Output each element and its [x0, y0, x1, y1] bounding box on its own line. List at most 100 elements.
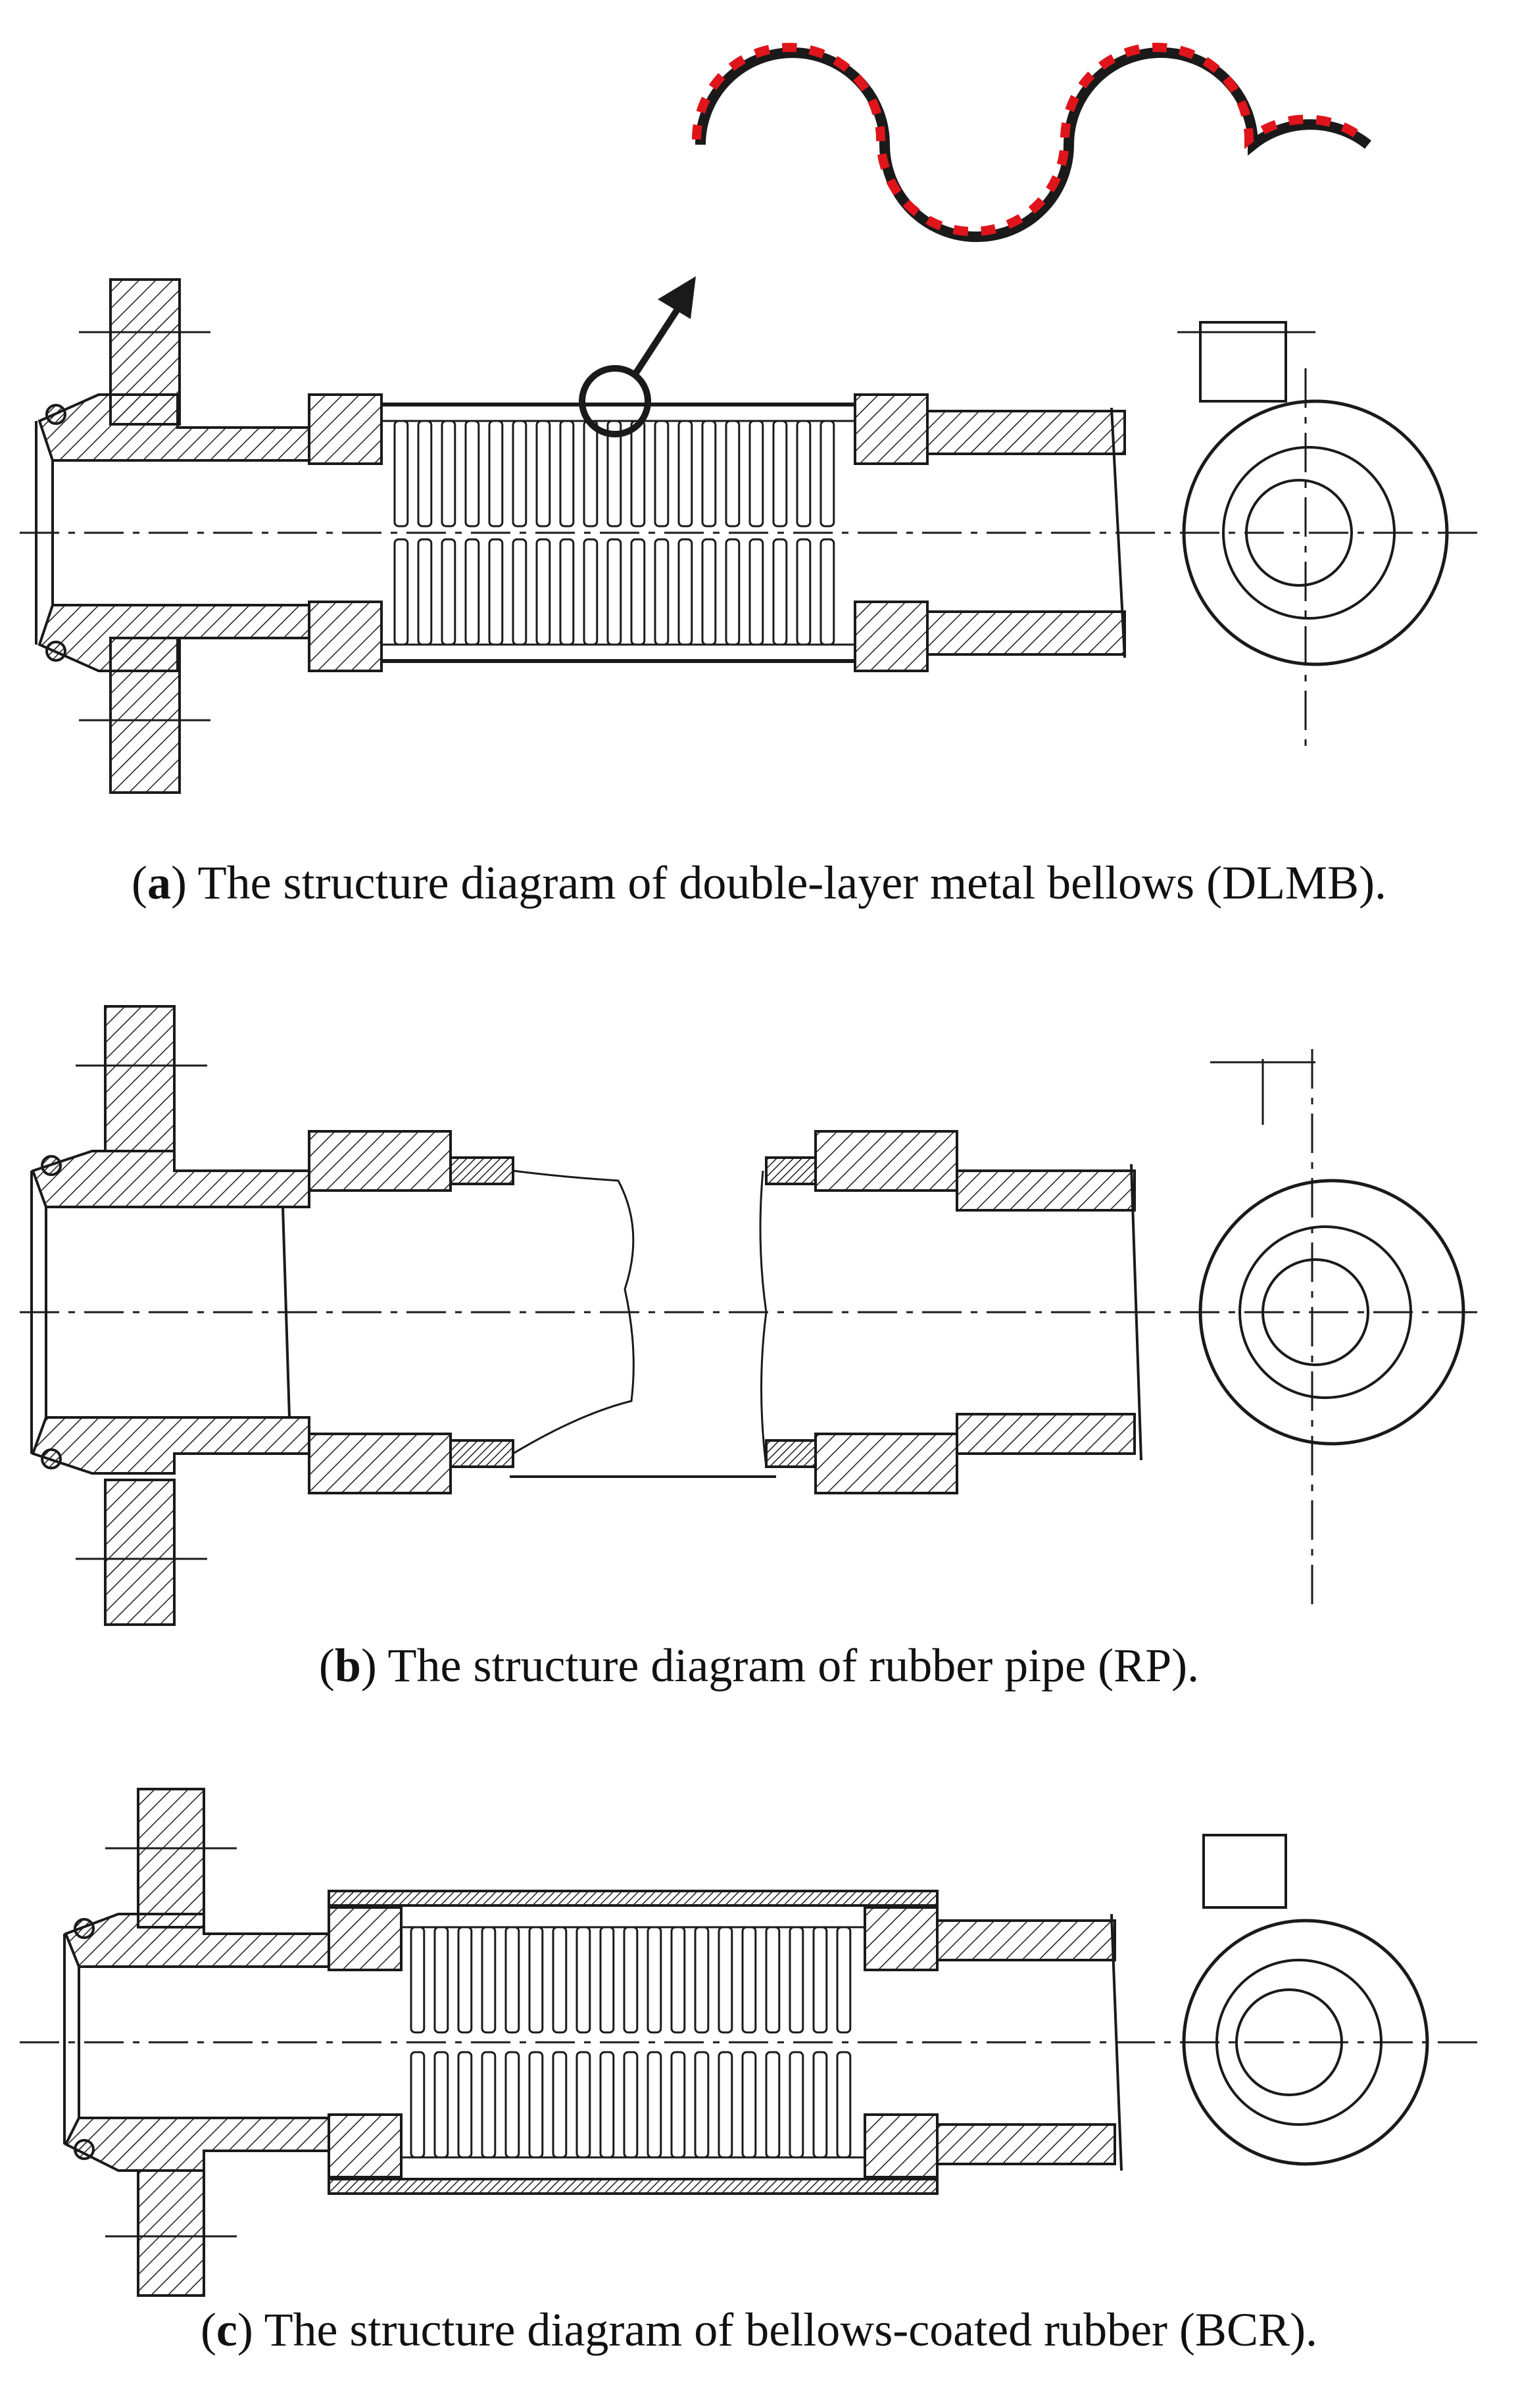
bellows-pleat	[812, 2051, 828, 2159]
bellows-pleat	[410, 2051, 426, 2159]
right-connector	[956, 1164, 1142, 1461]
bellows-pleat	[701, 420, 717, 528]
bellows-pleat	[457, 1926, 473, 2034]
bellows-pleat	[748, 420, 764, 528]
bellows-pleat	[772, 538, 788, 646]
bellows-pleat	[606, 420, 622, 528]
bellows-pleat	[765, 2051, 781, 2159]
bellows-pleat	[630, 538, 646, 646]
bellows-pleat	[789, 1926, 804, 2034]
bellows-pleat	[796, 420, 812, 528]
bellows-pleat	[812, 1926, 828, 2034]
bellows-pleat	[441, 538, 456, 646]
caption-b-text: The structure diagram of rubber pipe (RP…	[376, 1639, 1200, 1692]
bellows-pleat	[718, 2051, 733, 2159]
left-fitting	[30, 1150, 310, 1475]
bellows-pleat	[820, 420, 835, 528]
bellows-pleat	[464, 538, 480, 646]
panel-dlmb: (a) The structure diagram of double-laye…	[0, 0, 1518, 927]
bellows-pleat	[583, 420, 599, 528]
bellows-pleat	[535, 538, 551, 646]
dlmb-diagram	[20, 43, 1486, 794]
bellows-pleat	[647, 2051, 662, 2159]
bellows-pleat	[599, 2051, 615, 2159]
bellows-pleat	[504, 2051, 520, 2159]
bellows-pleat	[575, 1926, 591, 2034]
bellows-pleat	[654, 420, 670, 528]
bellows-pleat	[741, 1926, 757, 2034]
bellows-pleat	[606, 538, 622, 646]
bellows-pleat	[677, 538, 693, 646]
bellows-pleat	[694, 1926, 710, 2034]
bellows-end-caps	[328, 1906, 939, 2178]
bellows-pleat	[575, 2051, 591, 2159]
bellows-pleat	[701, 538, 717, 646]
bellows-pleat	[512, 538, 527, 646]
bellows-pleat	[677, 420, 693, 528]
flange	[76, 1005, 207, 1626]
caption-c-text: The structure diagram of bellows-coated …	[253, 2303, 1318, 2356]
bellows-pleat	[433, 1926, 449, 2034]
caption-c: (c) The structure diagram of bellows-coa…	[200, 2303, 1318, 2356]
bellows-pleat	[725, 538, 741, 646]
bellows-pleat	[623, 1926, 639, 2034]
bellows-convolutions	[328, 1890, 939, 2195]
bellows-pleat	[623, 2051, 639, 2159]
left-hose-sleeve	[308, 1130, 514, 1494]
zoom-indicator	[579, 276, 696, 437]
rp-diagram	[20, 1005, 1486, 1626]
bellows-pleat	[535, 420, 551, 528]
flange	[79, 278, 210, 794]
bellows-pleat	[670, 1926, 686, 2034]
bellows-pleat	[528, 2051, 544, 2159]
bellows-pleat	[836, 2051, 852, 2159]
bellows-pleat	[512, 420, 527, 528]
bellows-pleat	[417, 420, 433, 528]
banjo-fitting	[1182, 1834, 1429, 2166]
bellows-pleat	[599, 1926, 615, 2034]
caption-c-label: c	[216, 2303, 237, 2356]
bellows-pleat	[504, 1926, 520, 2034]
bellows-pleat	[741, 2051, 757, 2159]
right-hose-sleeve	[765, 1130, 958, 1494]
bellows-pleat	[694, 2051, 710, 2159]
bellows-pleat	[457, 2051, 473, 2159]
bellows-pleat	[410, 1926, 426, 2034]
bellows-pleat	[481, 1926, 497, 2034]
caption-b: (b) The structure diagram of rubber pipe…	[318, 1639, 1200, 1692]
bellows-convolutions	[381, 403, 855, 663]
bellows-pleat	[528, 1926, 544, 2034]
bellows-pleat	[441, 420, 456, 528]
bellows-pleat	[765, 1926, 781, 2034]
bellows-pleat	[796, 538, 812, 646]
right-connector	[936, 1913, 1123, 2171]
right-connector	[926, 407, 1126, 658]
banjo-fitting	[1198, 1049, 1465, 1611]
bellows-pleat	[647, 1926, 662, 2034]
bellows-pleat	[481, 2051, 497, 2159]
bellows-pleat	[789, 2051, 804, 2159]
rubber-hose-break	[510, 1169, 776, 1478]
bellows-pleat	[559, 420, 575, 528]
bellows-pleat	[559, 538, 575, 646]
bellows-pleat	[488, 538, 504, 646]
bellows-inset-detail	[692, 43, 1371, 242]
caption-a-label: a	[147, 856, 171, 909]
caption-b-label: b	[334, 1639, 361, 1692]
bellows-pleat	[583, 538, 599, 646]
bellows-end-caps	[308, 393, 929, 672]
bellows-pleat	[552, 2051, 568, 2159]
bellows-pleat	[433, 2051, 449, 2159]
bellows-pleat	[630, 420, 646, 528]
left-fitting	[35, 393, 310, 672]
bellows-pleat	[718, 1926, 733, 2034]
bellows-pleat	[417, 538, 433, 646]
bellows-pleat	[552, 1926, 568, 2034]
bellows-pleat	[393, 420, 409, 528]
bellows-pleat	[393, 538, 409, 646]
banjo-fitting	[1177, 321, 1449, 750]
bellows-pleat	[654, 538, 670, 646]
bellows-pleat	[725, 420, 741, 528]
panel-bcr: (c) The structure diagram of bellows-coa…	[0, 1776, 1518, 2407]
caption-a-text: The structure diagram of double-layer me…	[186, 856, 1387, 909]
